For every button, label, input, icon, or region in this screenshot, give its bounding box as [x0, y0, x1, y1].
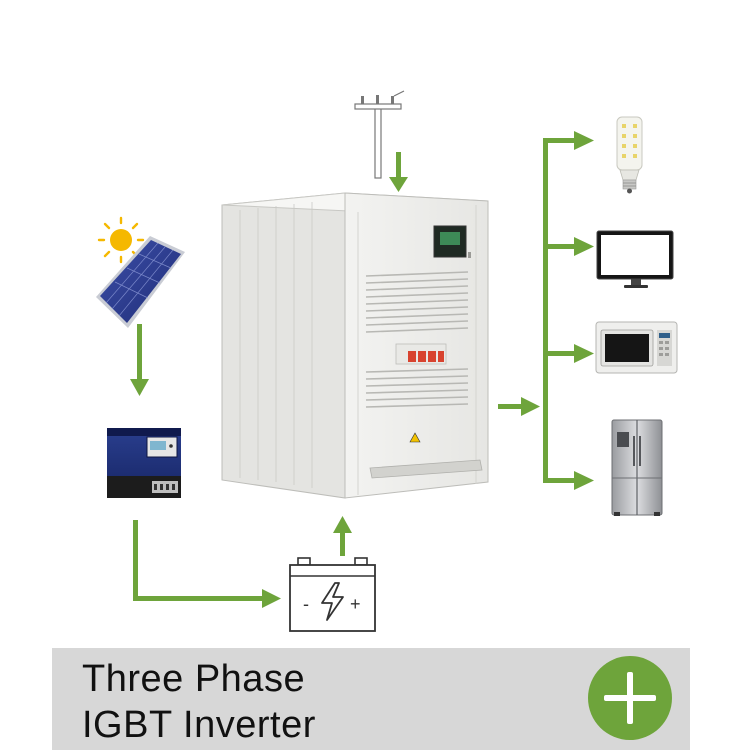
sun-icon [97, 216, 145, 264]
utility-pole-icon [354, 90, 405, 179]
inverter-cabinet [221, 192, 489, 499]
microwave-icon [595, 321, 678, 374]
solar-panel-icon [96, 236, 185, 328]
plus-icon[interactable] [588, 656, 672, 740]
battery-minus-label: - [303, 594, 309, 614]
light-bulb-icon [616, 116, 643, 194]
monitor-icon [596, 230, 674, 288]
flow-arrows [130, 131, 594, 608]
banner-title-line-2: IGBT Inverter [82, 704, 316, 746]
refrigerator-icon [611, 419, 663, 516]
battery-plus-label: + [350, 594, 361, 614]
banner-title-line-1: Three Phase [82, 658, 306, 700]
product-title-banner: Three Phase IGBT Inverter [52, 648, 690, 750]
charge-controller-icon [107, 428, 181, 498]
battery-icon: - + [289, 557, 376, 632]
